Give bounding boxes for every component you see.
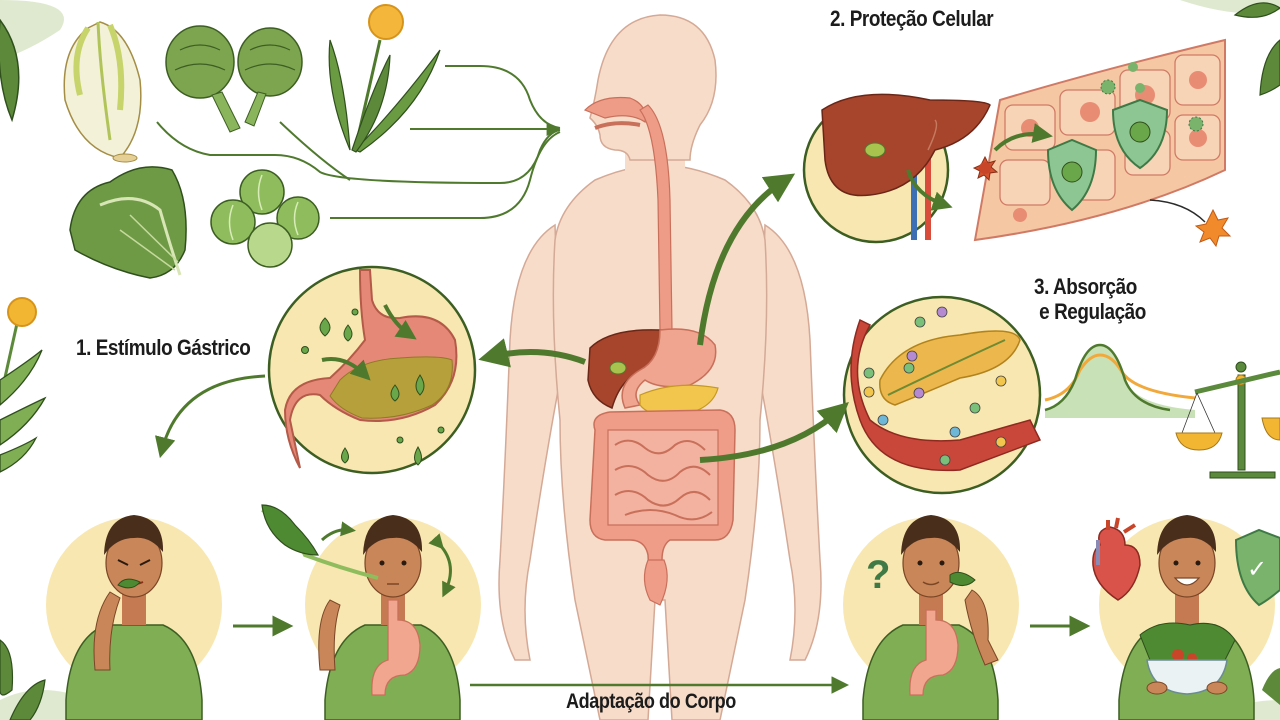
question-mark-icon: ? — [866, 553, 890, 597]
person-panel-2-chewing — [261, 504, 481, 720]
step-1-label: 1. Estímulo Gástrico — [76, 335, 251, 360]
person-panel-3-curious — [843, 515, 1019, 720]
cellular-protection-panel — [802, 38, 1232, 248]
step-3-label: 3. Absorção e Regulação — [1034, 274, 1146, 324]
arrow-step1-down — [154, 374, 266, 459]
arrow-to-gastric-circle — [478, 338, 587, 368]
heart-icon — [1092, 517, 1141, 601]
food-intake-arrows — [156, 65, 561, 219]
dandelion-icon — [328, 4, 441, 153]
dandelion-plant-left — [0, 297, 47, 473]
person-panel-4-happy — [1099, 515, 1275, 720]
timeline-label: Adaptação do Corpo — [566, 690, 736, 713]
endive-icon — [63, 21, 142, 163]
step-2-label: 2. Proteção Celular — [830, 6, 994, 31]
corner-leaves-top-left — [0, 0, 64, 123]
person-panel-1-grimace — [46, 515, 222, 720]
step-3-label-line2: e Regulação — [1039, 299, 1146, 324]
svg-text:✓: ✓ — [1247, 555, 1267, 583]
lettuce-icon — [69, 166, 187, 279]
human-body-figure — [498, 14, 822, 720]
gastric-stimulus-circle — [267, 265, 477, 475]
brussels-sprouts-icon — [210, 169, 320, 268]
step-3-label-line1: 3. Absorção — [1034, 274, 1137, 299]
arrow-to-protection-circle — [697, 173, 796, 346]
absorption-regulation-panel — [842, 295, 1280, 495]
artichoke-icon — [165, 25, 303, 133]
corner-leaves-top-right — [1180, 0, 1280, 96]
arrow-to-absorption-circle — [699, 401, 849, 463]
